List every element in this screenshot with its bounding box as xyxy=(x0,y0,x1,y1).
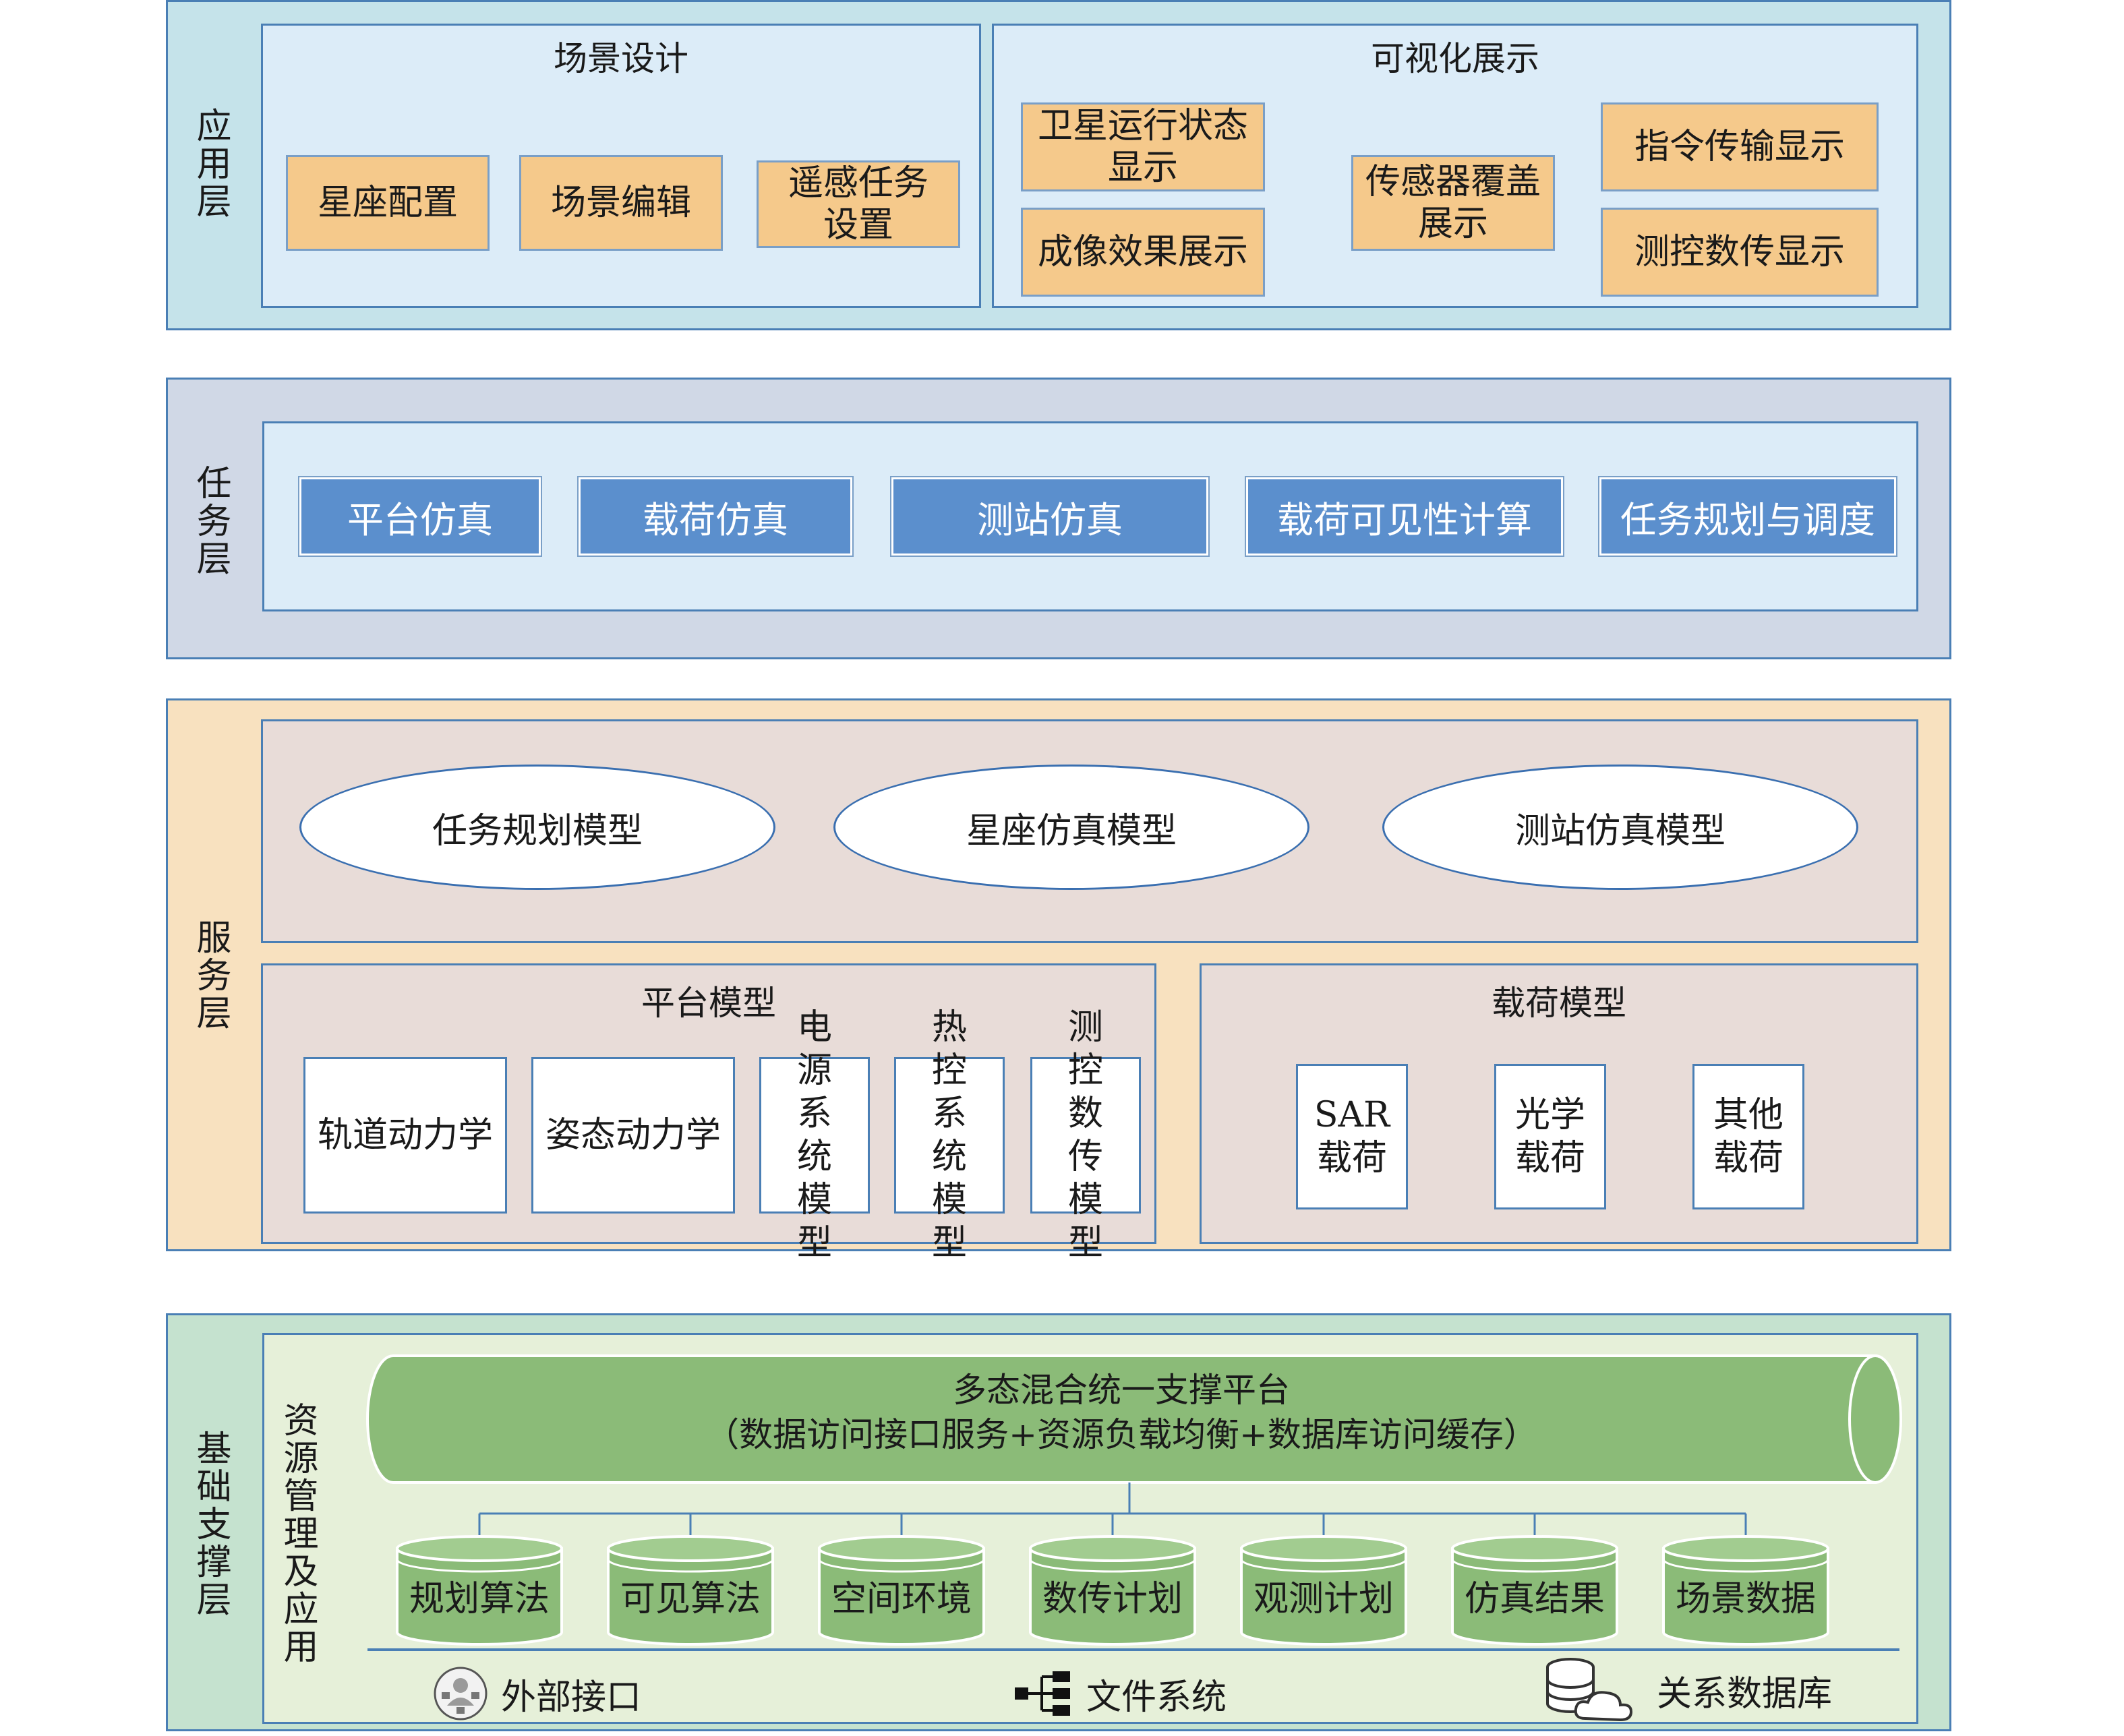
imaging-effect-box[interactable]: 成像效果展示 xyxy=(1021,208,1265,297)
satellite-status-box[interactable]: 卫星运行状态显示 xyxy=(1021,102,1265,191)
payload-simulation-box[interactable]: 载荷仿真 xyxy=(577,476,854,557)
task-layer-label: 任务层 xyxy=(190,465,231,578)
base-support-layer: 基础支撑层 资源管理及应用 多态混合统一支撑平台 （数据访问接口服务+资源负载均… xyxy=(166,1313,1951,1731)
remote-sensing-task-box[interactable]: 遥感任务设置 xyxy=(757,160,960,248)
service-layer: 服务层 任务规划模型 星座仿真模型 测站仿真模型 平台模型 轨道动力学 姿态动力… xyxy=(166,698,1951,1263)
payload-model-title: 载荷模型 xyxy=(1492,984,1626,1023)
file-tree-icon xyxy=(1012,1670,1074,1717)
task-inner-panel: 平台仿真 载荷仿真 测站仿真 载荷可见性计算 任务规划与调度 xyxy=(262,421,1918,611)
application-layer-label: 应用层 xyxy=(190,107,231,220)
db-space-environment[interactable]: 空间环境 xyxy=(831,1578,972,1619)
other-payload-box[interactable]: 其他载荷 xyxy=(1692,1064,1804,1209)
db-scene-data[interactable]: 场景数据 xyxy=(1675,1578,1816,1619)
support-platform-title: 多态混合统一支撑平台 xyxy=(953,1371,1290,1410)
orbit-dynamics-box[interactable]: 轨道动力学 xyxy=(303,1057,507,1214)
db-cyl-transmission xyxy=(1029,1535,1196,1646)
file-system-label: 文件系统 xyxy=(1086,1677,1227,1718)
db-cyl-space-env xyxy=(818,1535,985,1646)
tt-data-transmission-box[interactable]: 测控数传显示 xyxy=(1601,208,1879,297)
models-panel: 任务规划模型 星座仿真模型 测站仿真模型 xyxy=(261,719,1918,943)
service-layer-label: 服务层 xyxy=(190,919,231,1032)
connector-lines xyxy=(478,1483,1747,1538)
visualization-panel: 可视化展示 卫星运行状态显示 成像效果展示 传感器覆盖展示 指令传输显示 测控数… xyxy=(992,24,1918,308)
constellation-simulation-model[interactable]: 星座仿真模型 xyxy=(833,765,1309,890)
station-simulation-model[interactable]: 测站仿真模型 xyxy=(1382,765,1858,890)
relational-db-item[interactable]: 关系数据库 xyxy=(1543,1656,1894,1724)
constellation-config-box[interactable]: 星座配置 xyxy=(286,155,490,251)
external-interface-label: 外部接口 xyxy=(501,1677,642,1718)
db-cyl-visibility xyxy=(607,1535,774,1646)
db-simulation-result[interactable]: 仿真结果 xyxy=(1464,1578,1605,1619)
file-system-item[interactable]: 文件系统 xyxy=(1012,1663,1295,1724)
thermal-control-model-box[interactable]: 热控系统模型 xyxy=(894,1007,1005,1263)
db-data-transmission-plan[interactable]: 数传计划 xyxy=(1042,1578,1183,1619)
visualization-title: 可视化展示 xyxy=(1371,39,1539,78)
db-cyl-planning xyxy=(396,1535,563,1646)
platform-model-panel: 平台模型 轨道动力学 姿态动力学 电源系统模型 热控系统模型 测控数传模型 xyxy=(261,963,1156,1263)
task-planning-model[interactable]: 任务规划模型 xyxy=(299,765,775,890)
support-platform-cylinder xyxy=(366,1354,1902,1484)
scene-design-title: 场景设计 xyxy=(554,39,688,78)
platform-model-title: 平台模型 xyxy=(641,984,776,1023)
platform-simulation-box[interactable]: 平台仿真 xyxy=(298,476,542,557)
db-observation-plan[interactable]: 观测计划 xyxy=(1253,1578,1394,1619)
db-cyl-scene xyxy=(1662,1535,1829,1646)
sensor-coverage-box[interactable]: 传感器覆盖展示 xyxy=(1351,155,1555,251)
db-visibility-algorithm[interactable]: 可见算法 xyxy=(620,1578,761,1619)
relational-db-label: 关系数据库 xyxy=(1657,1673,1833,1714)
payload-model-panel: 载荷模型 SAR载荷 光学载荷 其他载荷 xyxy=(1200,963,1918,1244)
external-interface-item[interactable]: 外部接口 xyxy=(432,1663,688,1724)
resource-management-label: 资源管理及应用 xyxy=(277,1402,318,1666)
payload-visibility-box[interactable]: 载荷可见性计算 xyxy=(1245,476,1564,557)
power-system-model-box[interactable]: 电源系统模型 xyxy=(759,1007,870,1263)
optical-payload-box[interactable]: 光学载荷 xyxy=(1494,1064,1606,1209)
application-layer: 应用层 场景设计 星座配置 场景编辑 遥感任务设置 可视化展示 卫星运行状态显示… xyxy=(166,0,1951,330)
tt-model-box[interactable]: 测控数传模型 xyxy=(1030,1007,1141,1263)
database-cloud-icon xyxy=(1543,1656,1645,1724)
db-cyl-observation xyxy=(1240,1535,1407,1646)
db-planning-algorithm[interactable]: 规划算法 xyxy=(409,1578,550,1619)
sar-payload-box[interactable]: SAR载荷 xyxy=(1296,1064,1408,1209)
scene-edit-box[interactable]: 场景编辑 xyxy=(519,155,723,251)
db-cyl-sim-result xyxy=(1451,1535,1618,1646)
task-layer: 任务层 平台仿真 载荷仿真 测站仿真 载荷可见性计算 任务规划与调度 xyxy=(166,378,1951,659)
base-layer-label: 基础支撑层 xyxy=(190,1430,231,1619)
user-network-icon xyxy=(432,1665,489,1722)
command-transmission-box[interactable]: 指令传输显示 xyxy=(1601,102,1879,191)
support-platform-subtitle: （数据访问接口服务+资源负载均衡+数据库访问缓存） xyxy=(705,1415,1537,1454)
base-graphics xyxy=(366,1354,1902,1651)
station-simulation-box[interactable]: 测站仿真 xyxy=(890,476,1210,557)
attitude-dynamics-box[interactable]: 姿态动力学 xyxy=(531,1057,735,1214)
task-planning-box[interactable]: 任务规划与调度 xyxy=(1598,476,1897,557)
scene-design-panel: 场景设计 星座配置 场景编辑 遥感任务设置 xyxy=(261,24,981,308)
